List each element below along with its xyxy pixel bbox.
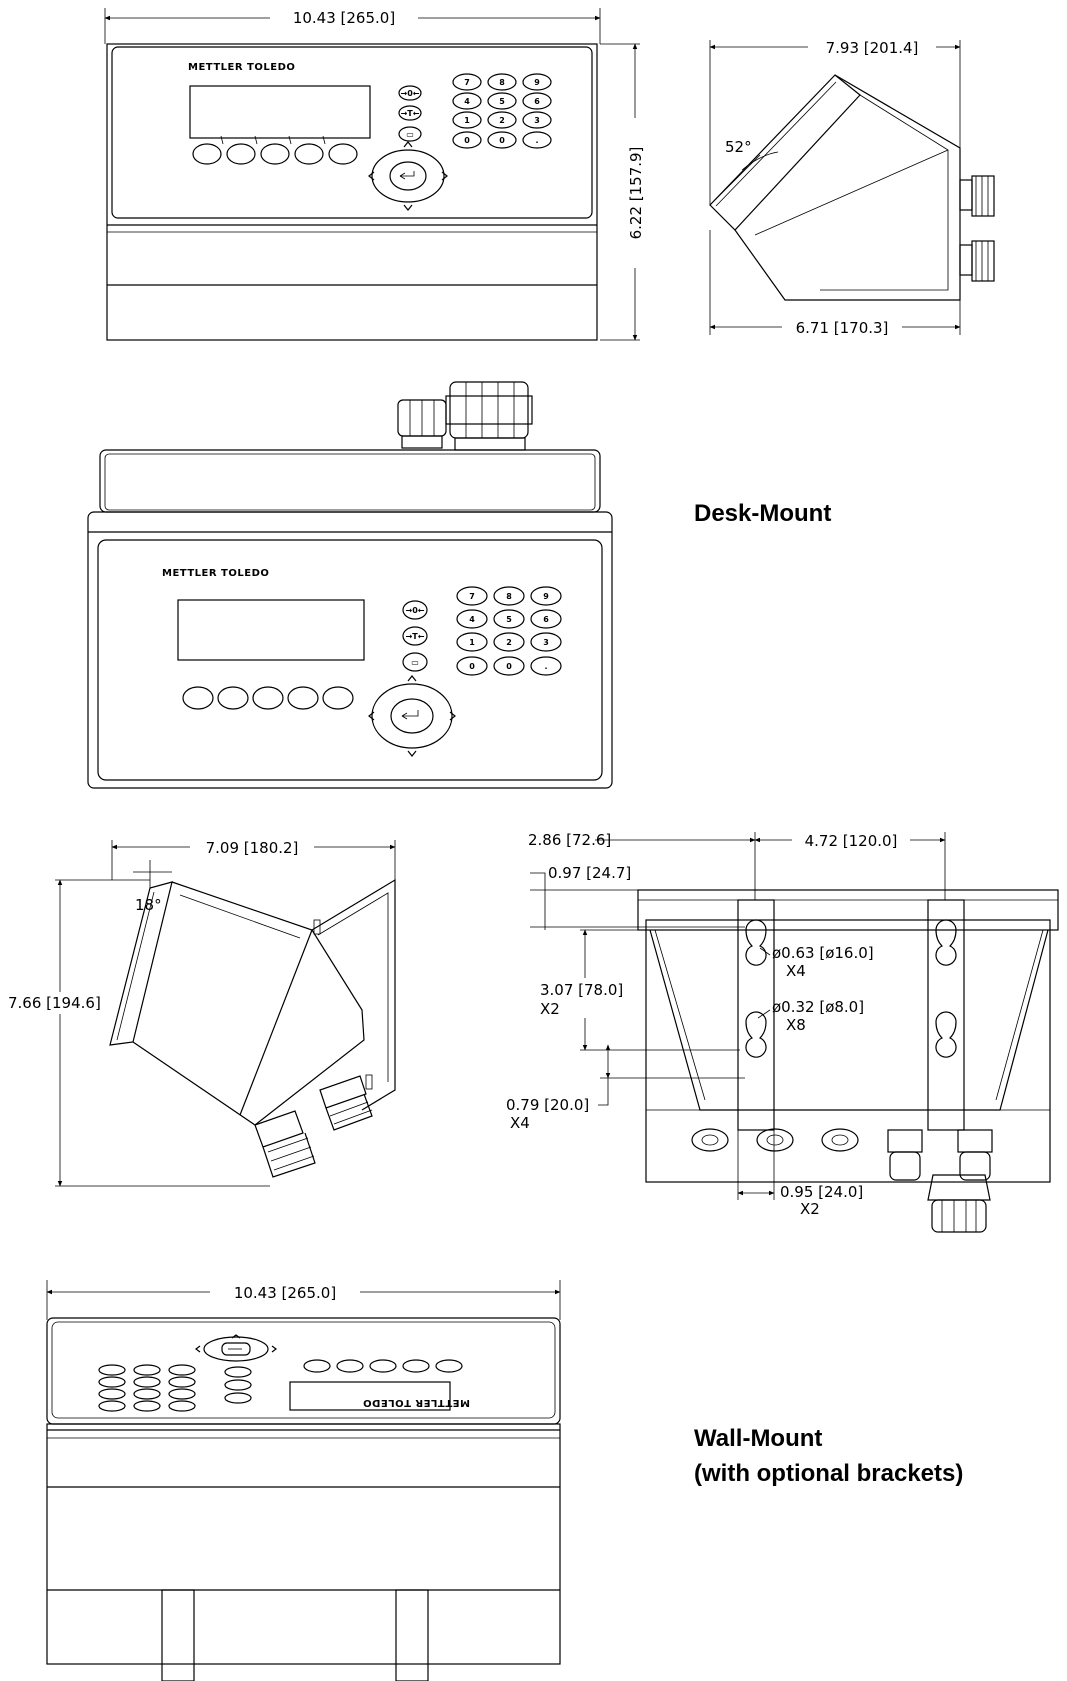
svg-text:→T←: →T← [401, 109, 420, 118]
function-keys[interactable]: →0← →T← ▭ [398, 85, 422, 142]
rear-view-brackets: 2.86 [72.6] 4.72 [120.0] 0.97 [24.7] [506, 831, 1059, 1233]
numeric-keypad[interactable]: 7 8 9 4 5 6 1 2 3 0 0 . [452, 73, 552, 149]
caption-wall-mount-brackets: (with optional brackets) [694, 1460, 963, 1487]
svg-text:.: . [544, 662, 547, 671]
svg-text:2: 2 [506, 638, 512, 647]
side-view-wall: 7.09 [180.2] 18° 7.66 [194.6] [4, 838, 396, 1187]
svg-text:9: 9 [543, 592, 549, 601]
dim-rear-small-hole: ø0.32 [ø8.0] [772, 998, 864, 1016]
dim-side-depth-bottom: 6.71 [170.3] [796, 319, 889, 337]
dim-wall-side-angle: 18° [135, 896, 162, 914]
svg-text:9: 9 [534, 78, 540, 87]
dim-wall-side-height: 7.66 [194.6] [8, 994, 101, 1012]
svg-text:6: 6 [543, 615, 549, 624]
svg-text:0: 0 [499, 136, 505, 145]
dim-rear-top-offset: 0.97 [24.7] [548, 864, 631, 882]
cable-glands-side [959, 175, 995, 282]
svg-text:▭: ▭ [411, 658, 419, 667]
svg-text:8: 8 [499, 78, 505, 87]
dim-side-angle: 52° [725, 138, 752, 156]
svg-text:→T←: →T← [406, 632, 425, 641]
softkey-row[interactable] [303, 1359, 463, 1373]
svg-text:→0←: →0← [406, 606, 425, 615]
svg-text:8: 8 [506, 592, 512, 601]
front-view-wall-mount: 10.43 [265.0] METTLER TOLEDO [46, 1280, 561, 1681]
side-view-desk: 7.93 [201.4] 52° 6.71 [170.3] [709, 38, 995, 338]
front-view-desk: 10.43 [265.0] METTLER TOLEDO →0← →T← ▭ 7… [104, 6, 646, 341]
cable-glands-wall-side [254, 1075, 373, 1178]
svg-text:1: 1 [469, 638, 475, 647]
dim-rear-vertical-spacing-qty: X2 [540, 1000, 560, 1018]
svg-text:7: 7 [469, 592, 475, 601]
dim-front-width: 10.43 [265.0] [293, 9, 395, 27]
softkey-row[interactable] [192, 135, 358, 165]
cable-glands-top [397, 381, 533, 451]
dim-rear-hole-spacing: 4.72 [120.0] [805, 832, 898, 850]
wall-bracket-legs [161, 1589, 429, 1681]
display-window [177, 599, 365, 661]
dim-rear-small-hole-qty: X8 [786, 1016, 806, 1034]
navigation-pad[interactable] [195, 1334, 277, 1362]
dim-front-height: 6.22 [157.9] [627, 147, 645, 240]
mounting-bracket-left [737, 899, 775, 1131]
svg-text:4: 4 [469, 615, 475, 624]
svg-text:.: . [535, 136, 538, 145]
dim-rear-bracket-width: 0.95 [24.0] [780, 1183, 863, 1201]
svg-text:→0←: →0← [401, 89, 420, 98]
svg-text:0: 0 [469, 662, 475, 671]
display-window [189, 85, 371, 139]
caption-desk-mount: Desk-Mount [694, 500, 831, 527]
svg-text:5: 5 [506, 615, 512, 624]
mounting-bracket-right [927, 899, 965, 1131]
svg-text:1: 1 [464, 116, 470, 125]
dim-wall-front-width: 10.43 [265.0] [234, 1284, 336, 1302]
numeric-keypad[interactable] [98, 1364, 196, 1412]
navigation-pad[interactable] [368, 141, 448, 211]
display-window [289, 1381, 451, 1411]
front-view-desk-mount: METTLER TOLEDO →0← →T← ▭ 7 8 9 4 5 6 [87, 381, 613, 789]
svg-text:0: 0 [464, 136, 470, 145]
svg-text:▭: ▭ [406, 130, 414, 139]
svg-text:METTLER TOLEDO: METTLER TOLEDO [363, 1397, 470, 1408]
svg-text:3: 3 [534, 116, 540, 125]
svg-text:6: 6 [534, 97, 540, 106]
svg-text:2: 2 [499, 116, 505, 125]
dim-wall-side-depth: 7.09 [180.2] [206, 839, 299, 857]
brand-logo-inverted: METTLER TOLEDO [363, 1397, 470, 1408]
caption-wall-mount: Wall-Mount [694, 1425, 822, 1452]
dim-rear-large-hole-qty: X4 [786, 962, 806, 980]
dim-side-depth-top: 7.93 [201.4] [826, 39, 919, 57]
svg-text:5: 5 [499, 97, 505, 106]
brand-logo: METTLER TOLEDO [188, 62, 295, 73]
dim-rear-vertical-spacing: 3.07 [78.0] [540, 981, 623, 999]
dim-rear-large-hole: ø0.63 [ø16.0] [772, 944, 874, 962]
navigation-pad[interactable] [368, 675, 456, 757]
svg-text:4: 4 [464, 97, 470, 106]
svg-text:3: 3 [543, 638, 549, 647]
function-keys[interactable] [224, 1366, 252, 1404]
brand-logo: METTLER TOLEDO [162, 568, 269, 579]
svg-text:0: 0 [506, 662, 512, 671]
softkey-row[interactable] [182, 686, 354, 710]
numeric-keypad[interactable]: 7 8 9 4 5 6 1 2 3 0 0 . [456, 586, 562, 676]
dim-rear-bracket-width-qty: X2 [800, 1200, 820, 1218]
dim-rear-bottom-offset-qty: X4 [510, 1114, 530, 1132]
dim-rear-bottom-offset: 0.79 [20.0] [506, 1096, 589, 1114]
function-keys[interactable]: →0← →T← ▭ [402, 600, 428, 672]
cable-entries-rear [691, 1128, 993, 1233]
svg-text:7: 7 [464, 78, 470, 87]
dim-rear-offset-left: 2.86 [72.6] [528, 831, 611, 849]
